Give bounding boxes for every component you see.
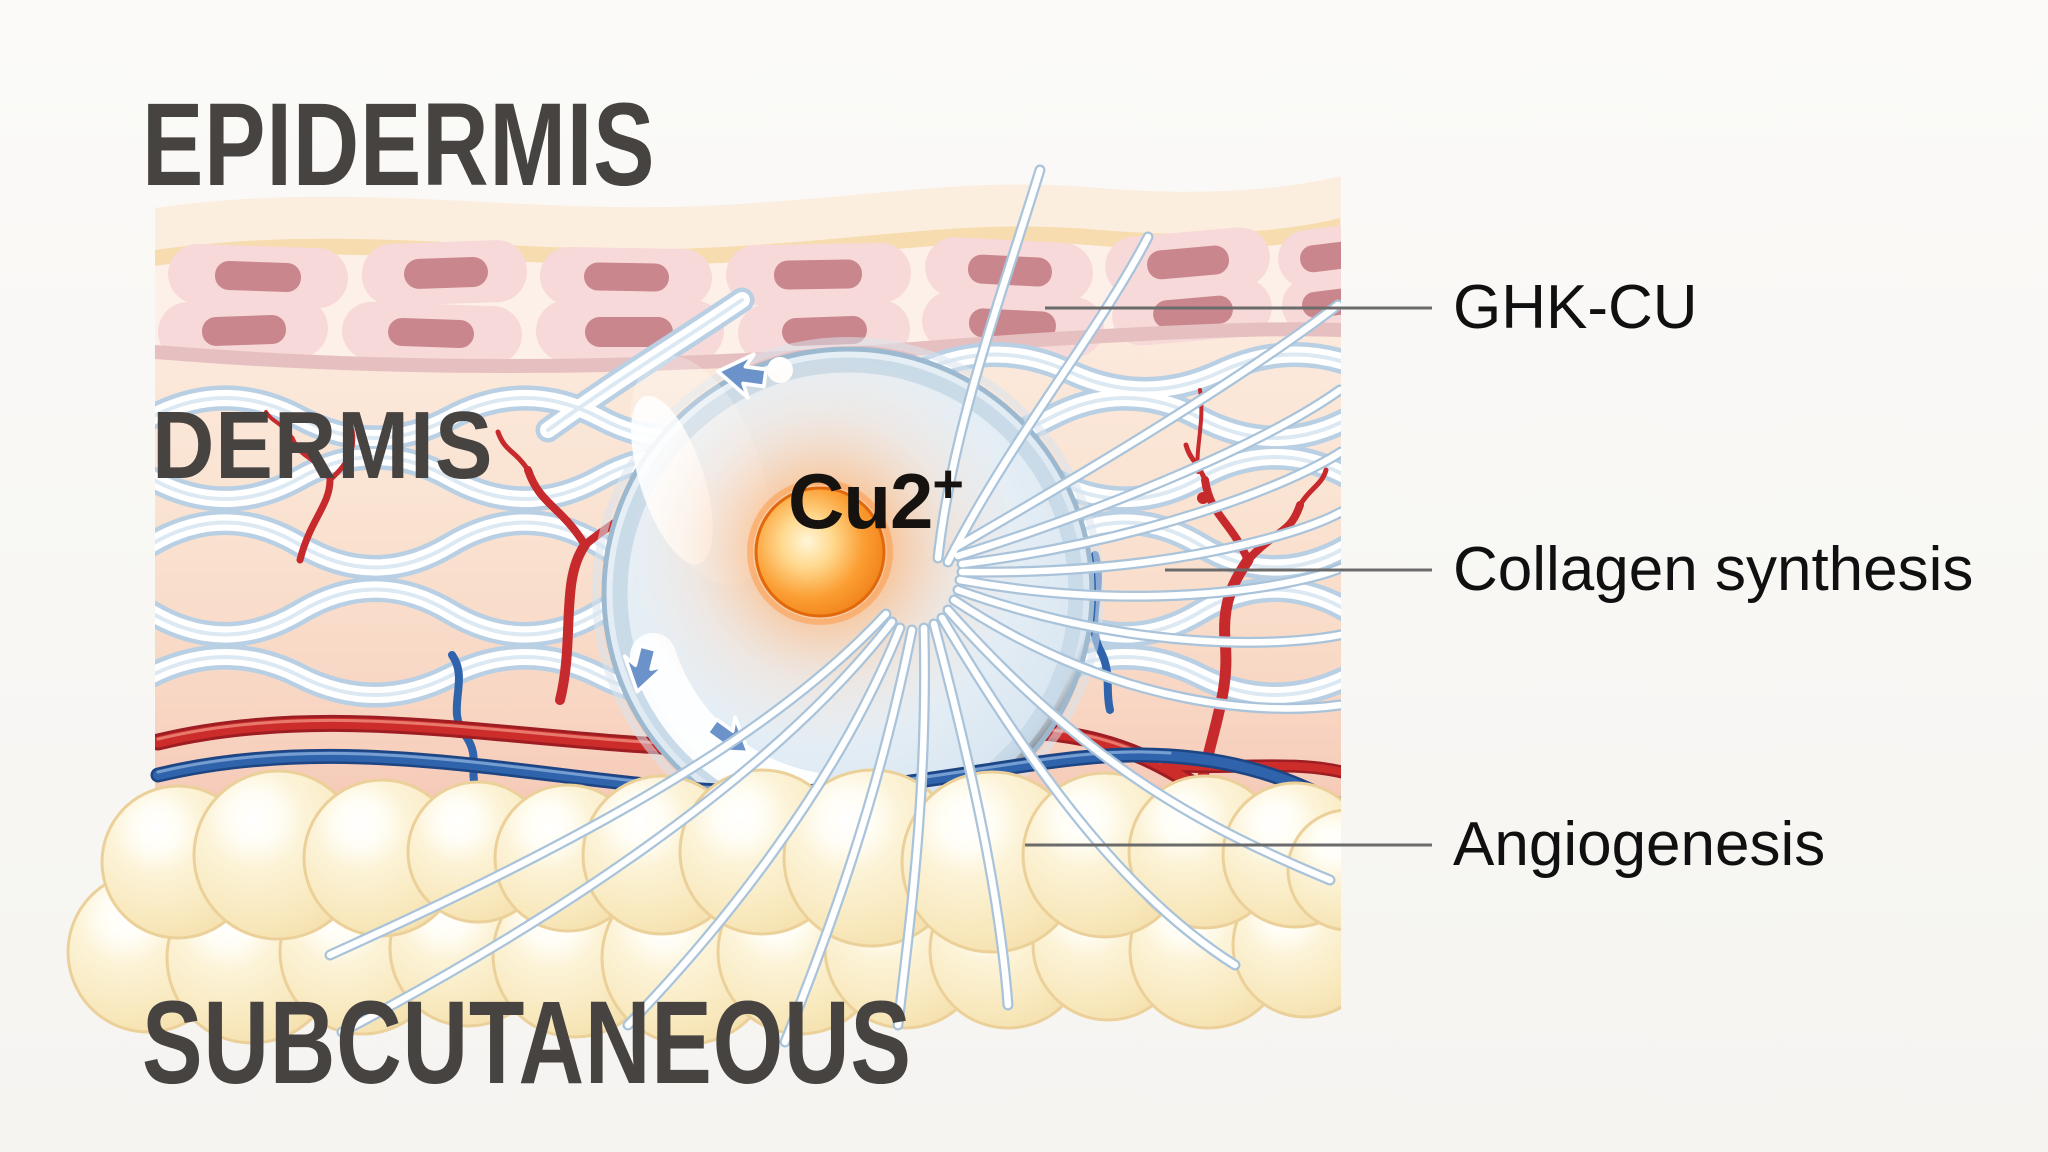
copper-ion-rim-glow [747, 479, 893, 625]
callout-lines [1025, 306, 1432, 847]
epidermis-cell-layer [158, 225, 1341, 365]
copper-ion-symbol: Cu2 [788, 457, 933, 545]
callout-label-angiogenesis: Angiogenesis [1453, 810, 1826, 879]
fibroblast-cell [592, 337, 1104, 849]
copper-ion-sphere [754, 486, 886, 618]
copper-ion-charge: + [932, 454, 964, 514]
epidermis-layer-label: EPIDERMIS [142, 79, 656, 211]
callout-label-collagen-synthesis: Collagen synthesis [1453, 535, 1974, 604]
dermis-layer-label: DERMIS [152, 392, 494, 499]
stratum-corneum-band [155, 176, 1340, 250]
subcutaneous-layer-label: SUBCUTANEOUS [142, 977, 912, 1109]
copper-ion-label: Cu2+ [788, 457, 964, 540]
callout-label-ghk-cu: GHK-CU [1453, 273, 1698, 342]
